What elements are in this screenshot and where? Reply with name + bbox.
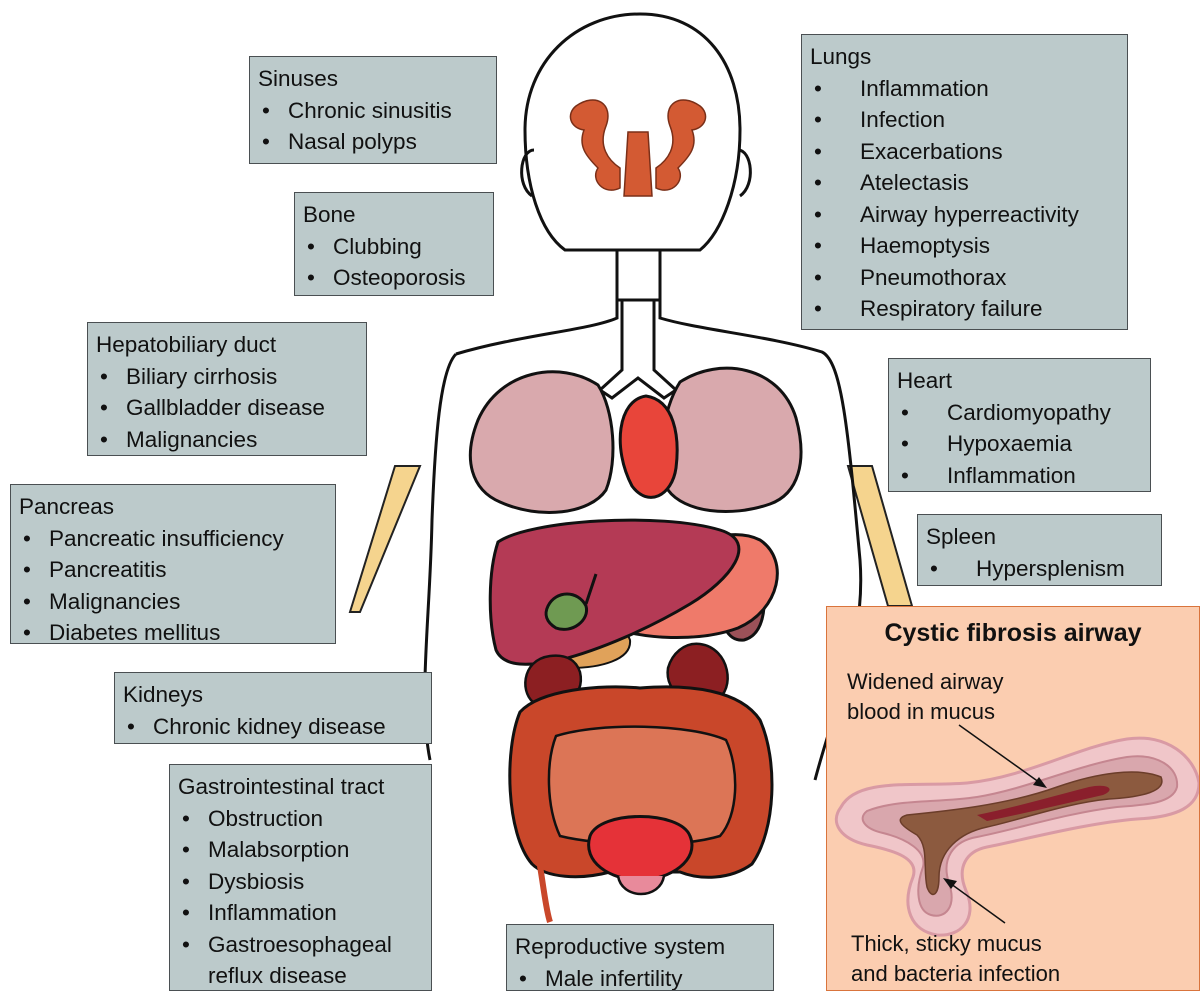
left-arm bbox=[350, 466, 420, 612]
bone-item: Clubbing bbox=[303, 231, 485, 263]
bladder bbox=[589, 817, 692, 881]
sinus-center bbox=[624, 132, 652, 196]
lung-right bbox=[662, 368, 801, 511]
reproductive-title: Reproductive system bbox=[515, 931, 765, 963]
lungs-title: Lungs bbox=[810, 41, 1119, 73]
hepatobiliary-item: Malignancies bbox=[96, 424, 358, 456]
sinuses-title: Sinuses bbox=[258, 63, 488, 95]
pancreas-item: Diabetes mellitus bbox=[19, 617, 327, 644]
lungs-item: Haemoptysis bbox=[810, 230, 1119, 262]
bone-item: Osteoporosis bbox=[303, 262, 485, 294]
pancreas-title: Pancreas bbox=[19, 491, 327, 523]
spleen-title: Spleen bbox=[926, 521, 1153, 553]
gi-item: Inflammation bbox=[178, 897, 423, 929]
cf-label-top-2: blood in mucus bbox=[847, 697, 995, 727]
gi-title: Gastrointestinal tract bbox=[178, 771, 423, 803]
lungs-item: Inflammation bbox=[810, 73, 1119, 105]
pancreas-item: Pancreatitis bbox=[19, 554, 327, 586]
gi-item: Malabsorption bbox=[178, 834, 423, 866]
spleen-item: Hypersplenism bbox=[926, 553, 1153, 585]
cf-label-bottom-1: Thick, sticky mucus bbox=[851, 929, 1042, 959]
cf-airway-panel: Cystic fibrosis airway Widened airway bl… bbox=[826, 606, 1200, 991]
lungs-item: Respiratory failure bbox=[810, 293, 1119, 325]
bone-box: Bone Clubbing Osteoporosis bbox=[294, 192, 494, 296]
sinuses-item: Chronic sinusitis bbox=[258, 95, 488, 127]
reproductive-item: Male infertility bbox=[515, 963, 765, 991]
sinuses-item: Nasal polyps bbox=[258, 126, 488, 158]
heart bbox=[620, 396, 677, 497]
kidneys-box: Kidneys Chronic kidney disease bbox=[114, 672, 432, 744]
hepatobiliary-box: Hepatobiliary duct Biliary cirrhosis Gal… bbox=[87, 322, 367, 456]
heart-title: Heart bbox=[897, 365, 1142, 397]
lungs-item: Infection bbox=[810, 104, 1119, 136]
trachea bbox=[600, 300, 676, 398]
kidneys-title: Kidneys bbox=[123, 679, 423, 711]
gi-item: Gastroesophageal bbox=[178, 929, 423, 961]
pancreas-box: Pancreas Pancreatic insufficiency Pancre… bbox=[10, 484, 336, 644]
gi-item: Obstruction bbox=[178, 803, 423, 835]
cf-label-top-1: Widened airway bbox=[847, 667, 1004, 697]
lungs-item: Atelectasis bbox=[810, 167, 1119, 199]
hepatobiliary-item: Gallbladder disease bbox=[96, 392, 358, 424]
lungs-item: Airway hyperreactivity bbox=[810, 199, 1119, 231]
lungs-item: Exacerbations bbox=[810, 136, 1119, 168]
cf-airway-title: Cystic fibrosis airway bbox=[827, 619, 1199, 648]
heart-item: Cardiomyopathy bbox=[897, 397, 1142, 429]
spleen-box: Spleen Hypersplenism bbox=[917, 514, 1162, 586]
neck bbox=[617, 250, 660, 300]
cf-label-bottom-2: and bacteria infection bbox=[851, 959, 1060, 989]
gi-item: Dysbiosis bbox=[178, 866, 423, 898]
pancreas-item: Malignancies bbox=[19, 586, 327, 618]
lung-left bbox=[470, 372, 613, 513]
gi-box: Gastrointestinal tract Obstruction Malab… bbox=[169, 764, 432, 991]
pancreas-item: Pancreatic insufficiency bbox=[19, 523, 327, 555]
gi-item-continued-text: reflux disease bbox=[208, 960, 423, 991]
bladder-tip bbox=[618, 876, 664, 894]
heart-box: Heart Cardiomyopathy Hypoxaemia Inflamma… bbox=[888, 358, 1151, 492]
reproductive-box: Reproductive system Male infertility bbox=[506, 924, 774, 991]
heart-item: Hypoxaemia bbox=[897, 428, 1142, 460]
lungs-box: Lungs Inflammation Infection Exacerbatio… bbox=[801, 34, 1128, 330]
lungs-item: Pneumothorax bbox=[810, 262, 1119, 294]
heart-item: Inflammation bbox=[897, 460, 1142, 492]
sinuses-box: Sinuses Chronic sinusitis Nasal polyps bbox=[249, 56, 497, 164]
gi-item-continued: reflux disease bbox=[178, 960, 423, 991]
hepatobiliary-title: Hepatobiliary duct bbox=[96, 329, 358, 361]
bone-title: Bone bbox=[303, 199, 485, 231]
kidneys-item: Chronic kidney disease bbox=[123, 711, 423, 743]
liver bbox=[490, 520, 739, 664]
hepatobiliary-item: Biliary cirrhosis bbox=[96, 361, 358, 393]
